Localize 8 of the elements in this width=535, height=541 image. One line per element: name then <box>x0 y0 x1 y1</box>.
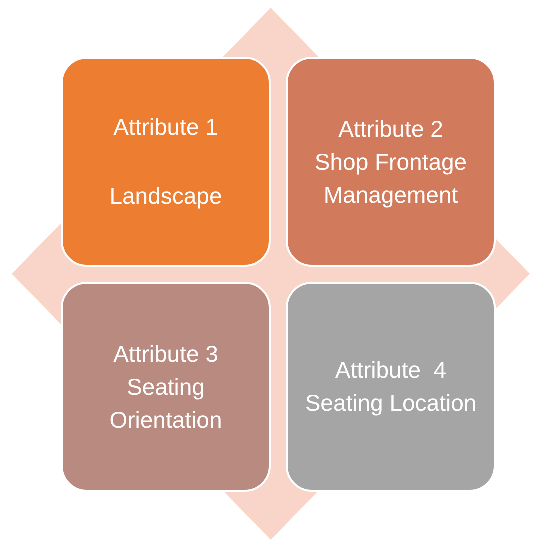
attribute-heading: Attribute 2 <box>338 114 444 144</box>
attribute-text: Landscape <box>110 182 222 211</box>
attribute-heading: Attribute 3 <box>114 340 218 368</box>
attribute-text: Shop Frontage Management <box>314 148 468 210</box>
attribute-text: Seating Location <box>305 389 477 418</box>
attribute-text: Seating Orientation <box>108 372 224 434</box>
attribute-heading: Attribute 1 <box>114 113 218 142</box>
attribute-heading: Attribute 4 <box>335 356 447 385</box>
